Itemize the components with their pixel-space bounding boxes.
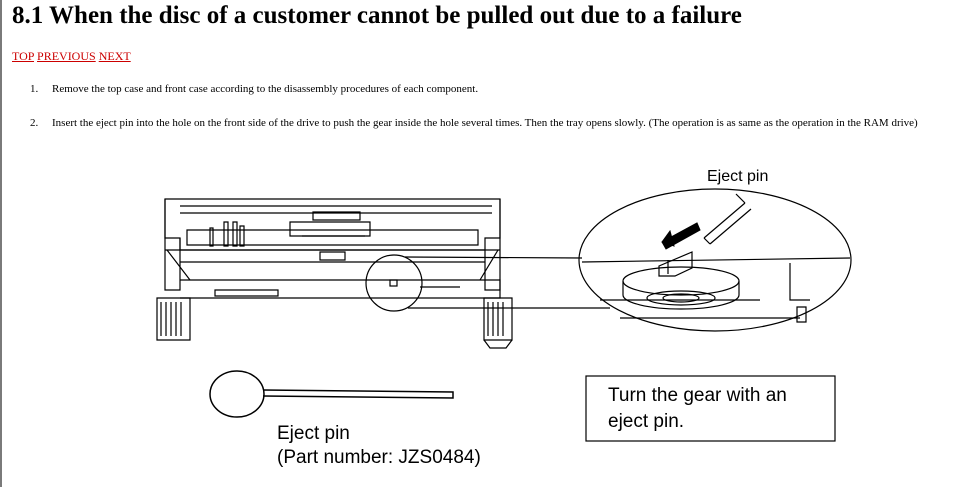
nav-links: TOP PREVIOUS NEXT [12,49,131,63]
note-line-1: Turn the gear with an [608,385,787,406]
top-link[interactable]: TOP [12,49,35,63]
step-number: 1. [30,83,39,95]
eject-pin-label: Eject pin [277,423,350,444]
eject-pin-callout: Eject pin [707,168,768,185]
note-box [585,375,836,442]
step-text: Insert the eject pin into the hole on th… [52,117,918,129]
next-link[interactable]: NEXT [98,49,131,63]
step-text: Remove the top case and front case accor… [52,83,479,95]
list-item: 2. Insert the eject pin into the hole on… [30,117,950,130]
page-title: 8.1 When the disc of a customer cannot b… [12,2,742,29]
note-line-2: eject pin. [608,411,684,432]
drive-drawing [156,198,610,349]
step-number: 2. [30,117,39,129]
push-arrow-icon [661,222,701,250]
left-border [0,0,2,487]
procedure-steps: 1. Remove the top case and front case ac… [30,83,950,151]
eject-pin-tool [209,370,454,418]
previous-link[interactable]: PREVIOUS [37,49,96,63]
zoom-detail [578,188,852,332]
part-number-label: (Part number: JZS0484) [277,447,481,468]
list-item: 1. Remove the top case and front case ac… [30,83,950,96]
